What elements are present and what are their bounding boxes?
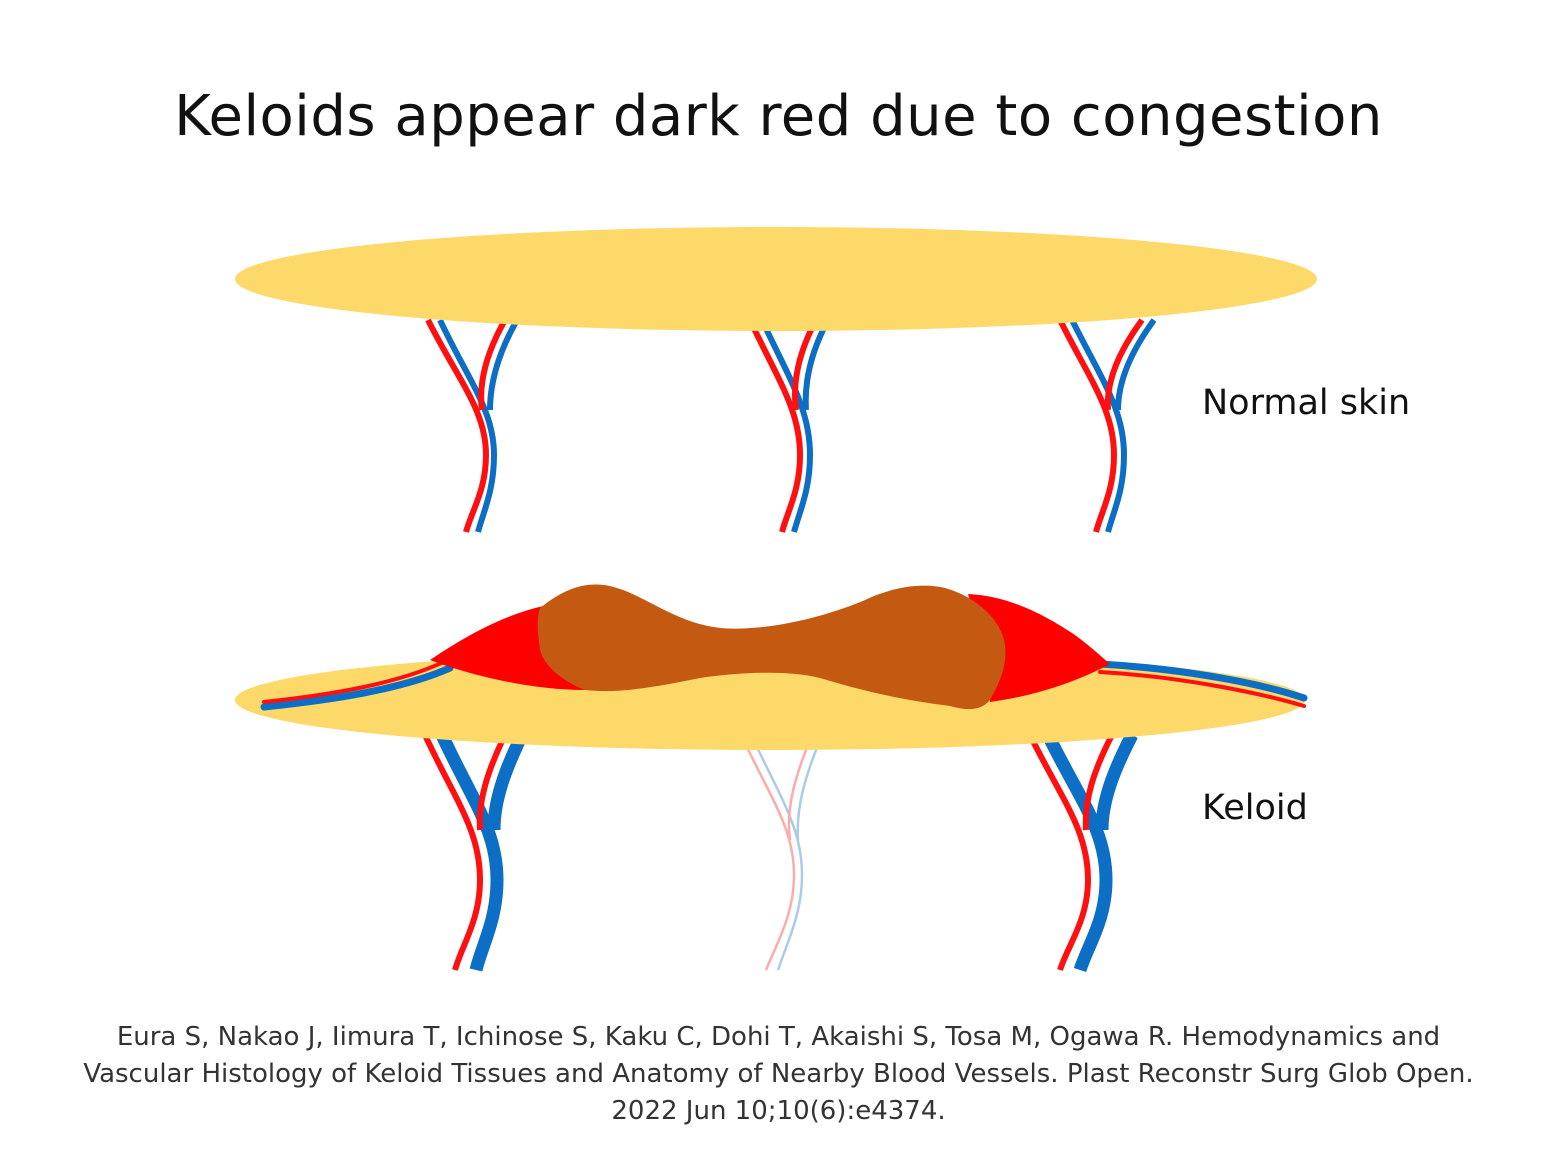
keloid-vessel-pair-middle-faded [744,744,820,971]
page-title: Keloids appear dark red due to congestio… [174,84,1383,149]
normal-vessel-pair-left [425,318,520,533]
normal-artery-left [425,318,490,533]
citation-line-1: Eura S, Nakao J, Iimura T, Ichinose S, K… [116,1022,1441,1052]
surface-vein-left [260,664,454,711]
keloid-vessel-pair-right [1027,732,1138,973]
keloid-artery-left [422,733,484,971]
normal-vein-right-branch [1115,318,1157,411]
normal-vessel-pair-middle [747,318,831,533]
normal-vessel-pair-right [1057,318,1157,533]
normal-artery-right-branch [1104,318,1145,411]
normal-vessels [425,318,1157,533]
keloid-vein-right-branch [1095,732,1138,831]
keloid-edge-right [968,594,1110,702]
keloid-vein-left [436,732,504,972]
normal-vein-left-branch [487,318,520,411]
label-normal-skin: Normal skin [1202,383,1411,423]
keloid-artery-middle [744,744,796,971]
surface-artery-right [1098,670,1306,708]
keloid-core [537,584,1006,710]
keloid-artery-right-branch [1082,733,1115,831]
normal-artery-left-branch [478,318,508,411]
label-keloid: Keloid [1202,788,1308,828]
keloid-vein-left-branch [487,732,528,831]
citation-line-3: 2022 Jun 10;10(6):e4374. [611,1096,946,1126]
keloid-vein-middle-branch [796,744,820,841]
normal-vein-right [1069,318,1128,533]
normal-artery-middle [747,318,804,533]
citation-line-2: Vascular Histology of Keloid Tissues and… [83,1059,1474,1089]
keloid-artery-middle-branch [787,744,810,841]
keloid-artery-right [1027,733,1092,971]
citation: Eura S, Nakao J, Iimura T, Ichinose S, K… [0,1019,1557,1130]
normal-vein-left [437,318,498,533]
normal-artery-right [1057,318,1118,533]
keloid-surface-vessels [260,658,1308,711]
keloid-vein-right [1042,732,1113,973]
keloid-artery-left-branch [476,733,508,831]
keloid-vein-middle [754,744,804,971]
keloid-vessel-pair-left [422,732,528,972]
surface-artery-left [262,658,450,704]
normal-vein-middle [759,318,814,533]
normal-skin-layer [235,227,1317,331]
keloid-vessels [422,732,1138,973]
surface-vein-right [1096,660,1308,702]
